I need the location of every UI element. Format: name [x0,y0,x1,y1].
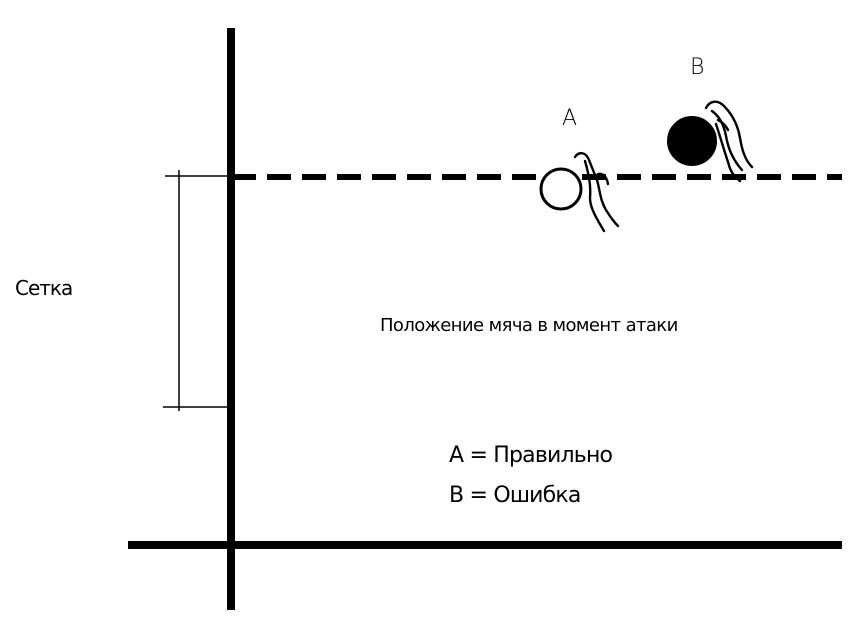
ball-a [539,167,583,211]
hand-a-icon [573,152,620,233]
legend-fault: В = Ошибка [449,483,581,508]
legend-correct: А = Правильно [449,443,613,468]
net-label: Сетка [15,276,72,300]
ball-b-letter: В [690,55,704,80]
diagram-caption: Положение мяча в момент атаки [380,315,678,336]
ball-b [667,116,717,166]
ball-a-letter: А [562,106,577,131]
net-height-bracket [163,170,230,411]
hand-b-icon [704,100,754,183]
